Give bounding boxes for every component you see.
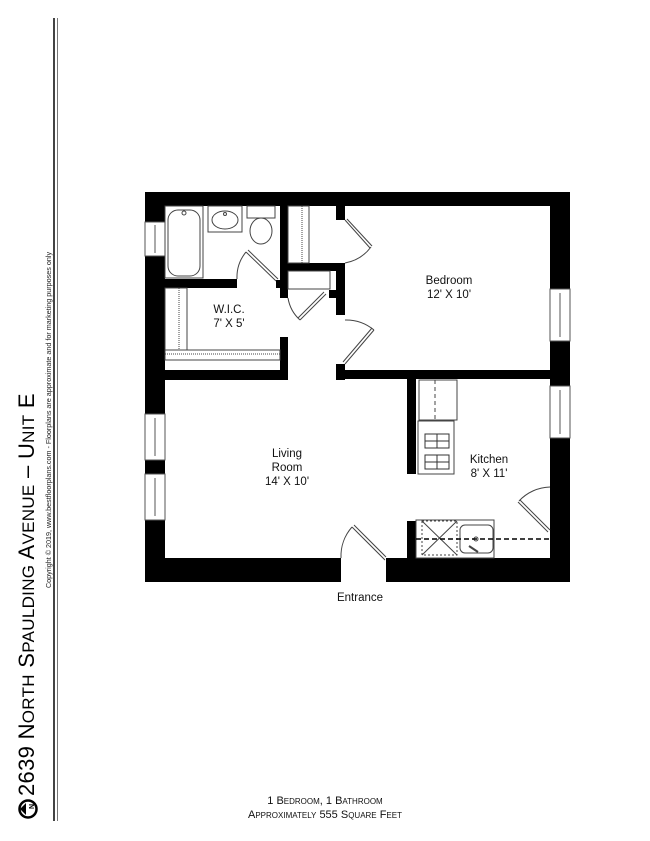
room-label-kitchen: Kitchen 8' X 11' bbox=[469, 454, 509, 480]
svg-text:N: N bbox=[29, 804, 36, 809]
bath-fixtures bbox=[164, 205, 331, 361]
bed-bath-summary: 1 Bedroom, 1 Bathroom bbox=[267, 795, 383, 807]
square-footage: Approximately 555 Square Feet bbox=[248, 809, 402, 821]
kitchen-fixtures bbox=[415, 379, 550, 559]
room-label-living-room: Living Room 14' X 10' bbox=[264, 448, 310, 488]
room-label-bedroom: Bedroom 12' X 10' bbox=[425, 275, 473, 301]
unit-summary: 1 Bedroom, 1 Bathroom Approximately 555 … bbox=[0, 794, 650, 822]
north-arrow-icon: N bbox=[18, 799, 38, 819]
divider-rule-thin bbox=[57, 18, 58, 821]
doors bbox=[236, 218, 551, 561]
divider-rule bbox=[53, 18, 55, 821]
room-label-wic: W.I.C. 7' X 5' bbox=[213, 304, 245, 330]
windows bbox=[144, 221, 571, 521]
walls bbox=[145, 192, 570, 582]
entrance-label: Entrance bbox=[336, 592, 384, 604]
